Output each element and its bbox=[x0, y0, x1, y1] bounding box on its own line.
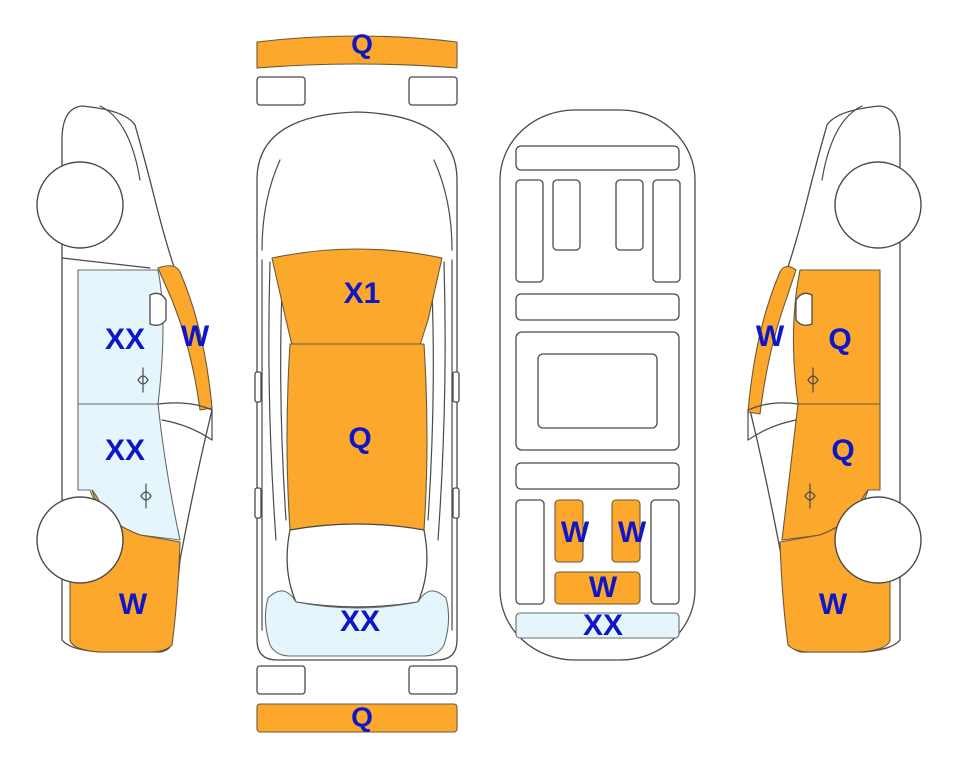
left-hood-line bbox=[99, 105, 141, 181]
hood-panel[interactable] bbox=[271, 248, 443, 346]
front-right-light bbox=[408, 76, 458, 106]
label-right-a-pillar: W bbox=[756, 320, 785, 353]
underbody-crossmember-panel[interactable] bbox=[554, 571, 641, 605]
right-door-step bbox=[747, 402, 799, 441]
front-left-light bbox=[256, 76, 306, 106]
right-front-handle bbox=[807, 367, 819, 393]
underbody-front-bar bbox=[515, 145, 680, 171]
label-underbody-right-rail: W bbox=[618, 516, 647, 549]
label-right-rear-quarter: W bbox=[819, 588, 848, 621]
side-window-right bbox=[427, 261, 446, 541]
label-underbody-left-rail: W bbox=[561, 516, 590, 549]
label-rear-bumper: Q bbox=[351, 701, 373, 732]
right-rear-handle-side bbox=[804, 483, 816, 509]
rear-left-light bbox=[256, 665, 306, 695]
underbody-front-left bbox=[515, 179, 544, 283]
left-mirror bbox=[254, 371, 262, 403]
left-rear-handle-side bbox=[140, 483, 152, 509]
label-roof: Q bbox=[348, 422, 371, 455]
left-side-view bbox=[36, 105, 213, 653]
right-rear-handle bbox=[452, 487, 460, 519]
top-view bbox=[254, 35, 460, 733]
front-bumper-panel[interactable] bbox=[256, 35, 458, 69]
left-rear-handle bbox=[254, 487, 262, 519]
label-left-rear-quarter: W bbox=[119, 588, 148, 621]
right-hood-line bbox=[821, 105, 863, 181]
top-body-inner-left bbox=[261, 159, 281, 631]
underbody-center-panel bbox=[537, 353, 658, 429]
underbody-right-rail-panel[interactable] bbox=[611, 499, 641, 563]
right-side-view bbox=[747, 105, 922, 653]
left-rear-wheel bbox=[36, 496, 124, 584]
label-underbody-rear-panel: XX bbox=[583, 609, 623, 642]
rear-glass-panel[interactable] bbox=[264, 590, 450, 657]
right-mirror-shape bbox=[795, 292, 813, 326]
label-underbody-crossmember: W bbox=[589, 571, 618, 604]
underbody-front-inner-left bbox=[552, 179, 581, 251]
left-front-handle bbox=[137, 367, 149, 393]
trunk-area bbox=[286, 523, 428, 608]
underbody-rear-panel[interactable] bbox=[515, 612, 680, 639]
label-front-bumper: Q bbox=[351, 28, 373, 59]
right-mirror bbox=[452, 371, 460, 403]
underbody-view bbox=[499, 109, 696, 661]
right-a-pillar-panel[interactable] bbox=[747, 265, 797, 415]
left-front-wheel bbox=[36, 161, 124, 249]
underbody-rear-right bbox=[650, 499, 680, 605]
right-rear-wheel bbox=[834, 496, 922, 584]
left-a-pillar-panel[interactable] bbox=[157, 265, 213, 411]
label-left-a-pillar: W bbox=[181, 320, 210, 353]
label-right-rear-door: Q bbox=[831, 434, 854, 467]
label-right-front-door: Q bbox=[828, 323, 851, 356]
underbody-rear-bar bbox=[515, 462, 680, 490]
underbody-rear-left bbox=[515, 499, 545, 605]
right-front-wheel bbox=[834, 161, 922, 249]
label-rear-window: XX bbox=[340, 605, 380, 638]
damage-labels: Q X1 Q XX Q XX XX W W W Q Q W W W W XX bbox=[105, 28, 855, 732]
rear-bumper-panel[interactable] bbox=[256, 703, 458, 733]
underbody-mid-bar bbox=[515, 293, 680, 321]
label-left-front-glass: XX bbox=[105, 323, 145, 356]
underbody-front-inner-right bbox=[615, 179, 644, 251]
underbody-left-rail-panel[interactable] bbox=[554, 499, 584, 563]
underbody-front-right bbox=[652, 179, 681, 283]
top-body-inner-right bbox=[433, 159, 453, 631]
label-left-rear-glass: XX bbox=[105, 434, 145, 467]
side-window-left bbox=[268, 261, 287, 541]
rear-right-light bbox=[408, 665, 458, 695]
label-hood: X1 bbox=[344, 277, 381, 310]
left-mirror-shape bbox=[149, 292, 167, 326]
left-door-step bbox=[157, 402, 213, 441]
